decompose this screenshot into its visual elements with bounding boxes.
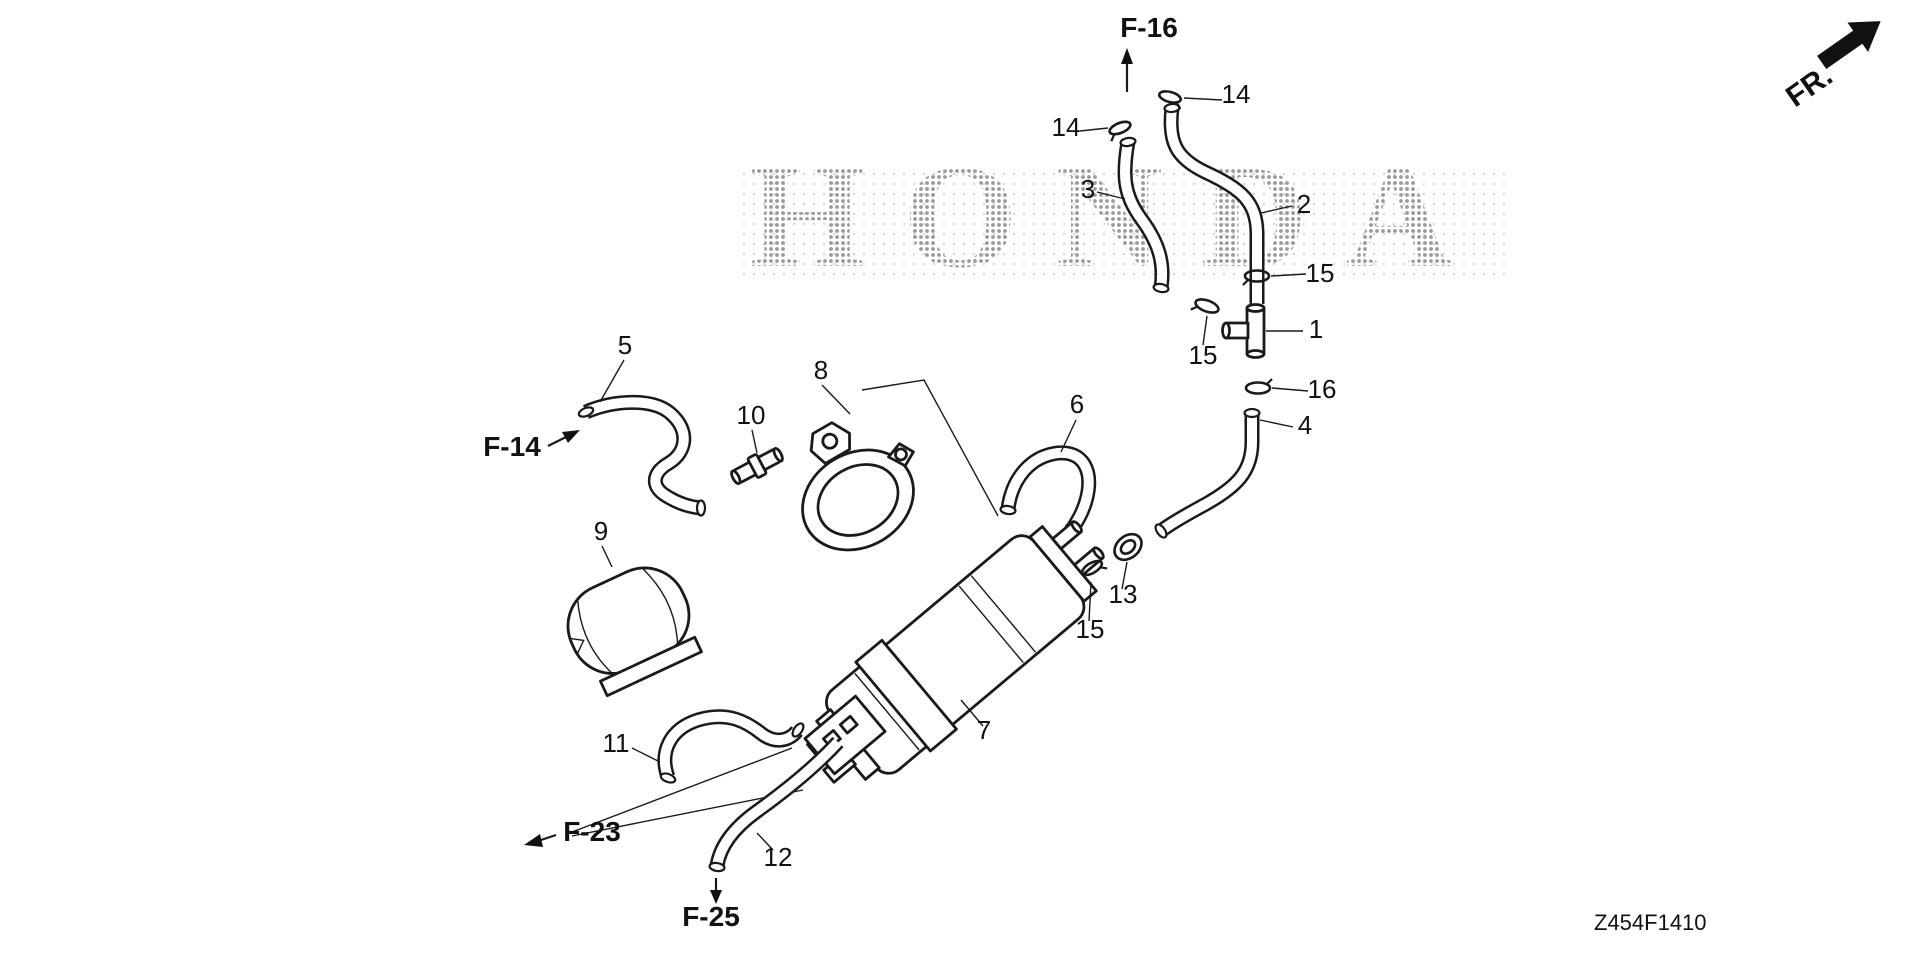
tube-2: [1163, 102, 1265, 304]
callout-11[interactable]: 11: [603, 728, 630, 758]
ref-f23[interactable]: F-23: [524, 816, 621, 847]
ref-label-f23[interactable]: F-23: [563, 816, 621, 847]
callout-5[interactable]: 5: [618, 330, 632, 360]
ref-label-f14[interactable]: F-14: [483, 431, 541, 462]
t-joint-1: [1221, 303, 1266, 359]
tube-11: [657, 709, 805, 784]
callout-3[interactable]: 3: [1081, 174, 1095, 204]
callout-2[interactable]: 2: [1297, 189, 1311, 219]
clamp-15-bottom: [1080, 559, 1108, 577]
callout-4[interactable]: 4: [1298, 410, 1312, 440]
callout-15-top[interactable]: 15: [1306, 258, 1335, 288]
f25-arrow-icon: [710, 890, 722, 904]
figure-code: Z454F1410: [1594, 910, 1707, 935]
f16-arrow-icon: [1121, 48, 1133, 64]
joint-10: [730, 446, 784, 486]
fr-label: FR.: [1780, 59, 1839, 114]
callout-6[interactable]: 6: [1070, 389, 1084, 419]
f14-arrow-shaft: [547, 436, 567, 447]
callout-9[interactable]: 9: [594, 516, 608, 546]
callout-13[interactable]: 13: [1109, 579, 1138, 609]
callout-1[interactable]: 1: [1309, 314, 1323, 344]
f23-arrow-icon: [524, 834, 543, 847]
callout-16[interactable]: 16: [1308, 374, 1337, 404]
tube-12: [708, 736, 844, 873]
ref-label-f16[interactable]: F-16: [1120, 12, 1178, 43]
tube-5: [577, 394, 707, 517]
clamp-16: [1244, 378, 1273, 395]
ref-f14[interactable]: F-14: [483, 430, 580, 462]
grommet-13: [1113, 532, 1143, 562]
ref-label-f25[interactable]: F-25: [682, 901, 740, 932]
fr-arrow-icon: [1817, 21, 1881, 70]
callout-14-left[interactable]: 14: [1052, 112, 1081, 142]
ref-f16[interactable]: F-16: [1120, 12, 1178, 92]
leader-lines: [599, 97, 1309, 851]
clamp-14-right: [1157, 90, 1183, 110]
clamp-14-left: [1108, 120, 1132, 142]
rubber-mount-9: [566, 566, 703, 698]
callout-15-bottom[interactable]: 15: [1076, 614, 1105, 644]
clamp-15-middle: [1190, 298, 1220, 314]
tube-3: [1117, 136, 1170, 294]
callout-7[interactable]: 7: [977, 715, 991, 745]
clamp-15-top: [1242, 269, 1271, 286]
callouts: 14 14 3 2 15 1 15 16 4 5 10 8 6 9 13 15 …: [594, 79, 1337, 872]
tube-4: [1154, 407, 1261, 539]
callout-10[interactable]: 10: [737, 400, 766, 430]
pump-bracket-8: [801, 421, 915, 552]
watermark-text: HONDA: [750, 135, 1491, 299]
callout-14-right[interactable]: 14: [1222, 79, 1251, 109]
f14-arrow-icon: [562, 430, 580, 443]
fr-indicator: FR.: [1780, 21, 1881, 114]
callout-8[interactable]: 8: [814, 355, 828, 385]
ref-f25[interactable]: F-25: [682, 878, 740, 932]
callout-12[interactable]: 12: [764, 842, 793, 872]
callout-15-middle[interactable]: 15: [1189, 340, 1218, 370]
